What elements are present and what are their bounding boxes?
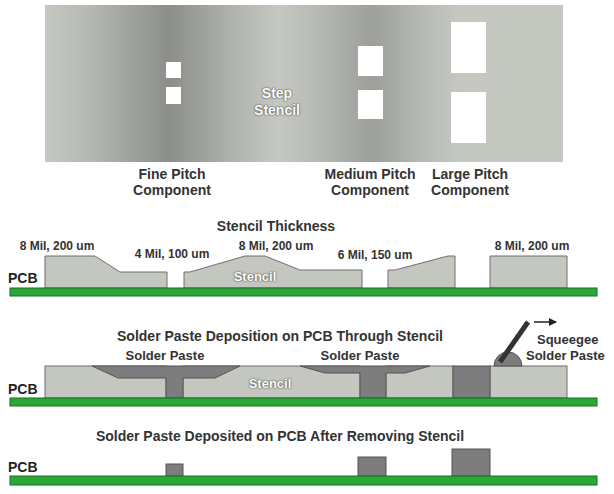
component-label: Medium Pitch Component <box>315 166 425 198</box>
paste-label: Solder Paste <box>321 349 400 364</box>
medium-aperture <box>358 46 383 76</box>
pcb-board <box>10 288 597 296</box>
large-aperture <box>451 22 486 73</box>
stencil-cross-section <box>45 256 567 288</box>
stencil-panel: Step Stencil <box>45 5 563 162</box>
solder-deposit <box>166 449 490 476</box>
pcb-board <box>10 398 597 406</box>
fine-aperture <box>166 62 181 78</box>
pcb-label: PCB <box>8 381 38 397</box>
pcb-label: PCB <box>8 270 38 286</box>
panel-label: Step Stencil <box>245 85 309 119</box>
stencil-top-view <box>45 5 563 162</box>
thickness-dimension: 8 Mil, 200 um <box>239 240 314 254</box>
stencil-label: Stencil <box>234 270 277 285</box>
section-title: Solder Paste Deposited on PCB After Remo… <box>96 428 464 444</box>
thickness-dimension: 6 Mil, 150 um <box>338 249 413 263</box>
thickness-dimension: 8 Mil, 200 um <box>20 240 95 254</box>
squeegee-blade <box>500 322 528 362</box>
fine-aperture <box>166 87 181 104</box>
large-aperture <box>451 92 486 143</box>
squeegee-label: Squeegee <box>537 333 598 348</box>
paste-label: Solder Paste <box>126 349 205 364</box>
stencil-label: Stencil <box>249 377 292 392</box>
pcb-board <box>10 476 597 485</box>
thickness-dimension: 8 Mil, 200 um <box>495 240 570 254</box>
medium-aperture <box>358 90 383 119</box>
stencil-cross-section <box>45 366 567 398</box>
component-label: Fine Pitch Component <box>117 166 227 198</box>
thickness-dimension: 4 Mil, 100 um <box>135 248 210 262</box>
section-title: Solder Paste Deposition on PCB Through S… <box>117 328 443 344</box>
direction-arrow <box>534 321 556 323</box>
paste-label: Solder Paste <box>526 349 605 364</box>
component-label: Large Pitch Component <box>415 166 525 198</box>
pcb-label: PCB <box>8 459 38 475</box>
section-title: Stencil Thickness <box>217 218 335 234</box>
